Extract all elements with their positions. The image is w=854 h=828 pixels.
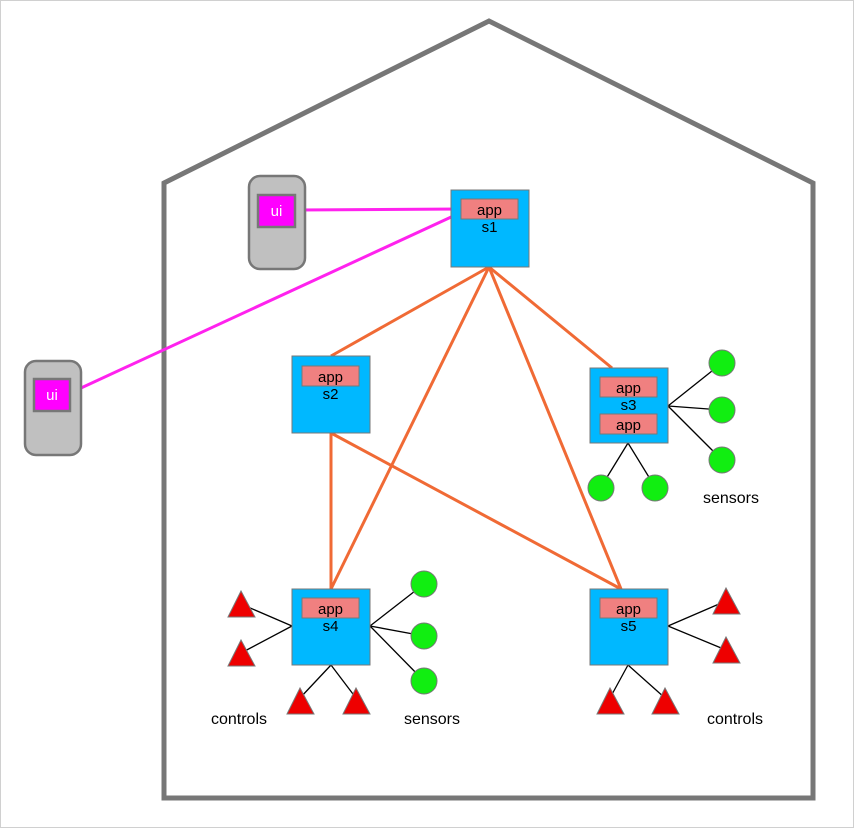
sensor-circle bbox=[708, 349, 736, 377]
server-link-s1-s4 bbox=[329, 266, 491, 590]
app-label: app bbox=[318, 369, 343, 386]
controls-s5 bbox=[596, 586, 741, 715]
control-triangle bbox=[342, 686, 371, 715]
label-s5-controls: controls bbox=[707, 711, 763, 728]
server-link-s2-s5 bbox=[330, 431, 622, 591]
server-link-s1-s3 bbox=[488, 265, 613, 370]
sensor-circle bbox=[410, 570, 438, 598]
sensors-s4 bbox=[410, 570, 438, 695]
app-label: app bbox=[318, 601, 343, 618]
sensors-s3 bbox=[587, 349, 736, 502]
label-s3-sensors: sensors bbox=[703, 490, 759, 507]
server-s1[interactable]: app s1 bbox=[450, 189, 530, 268]
app-box bbox=[599, 413, 658, 435]
wire-s4-control-4 bbox=[330, 664, 357, 699]
server-s2[interactable]: app s2 bbox=[291, 355, 371, 434]
app-box bbox=[599, 376, 658, 398]
control-triangle bbox=[712, 635, 741, 664]
app-box bbox=[599, 597, 658, 619]
sensor-circle bbox=[410, 622, 438, 650]
control-triangle bbox=[712, 586, 741, 615]
server-label: s5 bbox=[621, 618, 637, 635]
ui-screen bbox=[256, 193, 297, 229]
app-box bbox=[301, 365, 360, 387]
server-label: s1 bbox=[482, 219, 498, 236]
ui-link-ui2-s1 bbox=[67, 210, 463, 396]
app-label: app bbox=[616, 380, 641, 397]
ui-label: ui bbox=[46, 387, 58, 404]
ui-device-1[interactable]: ui bbox=[247, 174, 307, 271]
controls-s4 bbox=[227, 589, 371, 715]
server-s4[interactable]: app s4 bbox=[291, 588, 371, 666]
server-label: s2 bbox=[323, 386, 339, 403]
app-box bbox=[460, 198, 519, 220]
server-link-s1-s5 bbox=[487, 266, 623, 590]
sensor-circle bbox=[587, 474, 615, 502]
ui-link-ui1-s1 bbox=[297, 207, 462, 212]
wire-s5-control-4 bbox=[627, 664, 666, 699]
wire-s5-control-2 bbox=[667, 625, 727, 651]
label-s4-sensors: sensors bbox=[404, 711, 460, 728]
ui-device-2[interactable]: ui bbox=[23, 359, 83, 457]
house-outline bbox=[161, 18, 816, 801]
control-triangle bbox=[596, 686, 625, 715]
sensor-circle bbox=[708, 446, 736, 474]
app-box bbox=[301, 597, 360, 619]
label-s4-controls: controls bbox=[211, 711, 267, 728]
server-label: s4 bbox=[323, 618, 339, 635]
sensor-circle bbox=[708, 396, 736, 424]
sensor-circle bbox=[410, 667, 438, 695]
sensor-circle bbox=[641, 474, 669, 502]
app-label: app bbox=[477, 202, 502, 219]
wire-s5-control-3 bbox=[609, 664, 629, 699]
app-label: app bbox=[616, 417, 641, 434]
control-triangle bbox=[227, 589, 256, 618]
control-triangle bbox=[227, 638, 256, 667]
server-label: s3 bbox=[621, 397, 637, 414]
server-link-s1-s2 bbox=[330, 265, 490, 358]
ui-screen bbox=[32, 377, 72, 413]
server-s3[interactable]: app s3 app bbox=[589, 367, 669, 444]
server-s5[interactable]: app s5 bbox=[589, 588, 669, 666]
control-triangle bbox=[651, 686, 680, 715]
wire-s5-control-1 bbox=[667, 600, 727, 627]
app-label: app bbox=[616, 601, 641, 618]
wire-s4-control-2 bbox=[240, 625, 293, 654]
wire-s4-control-3 bbox=[299, 664, 332, 699]
ui-label: ui bbox=[271, 203, 283, 220]
control-triangle bbox=[286, 686, 315, 715]
